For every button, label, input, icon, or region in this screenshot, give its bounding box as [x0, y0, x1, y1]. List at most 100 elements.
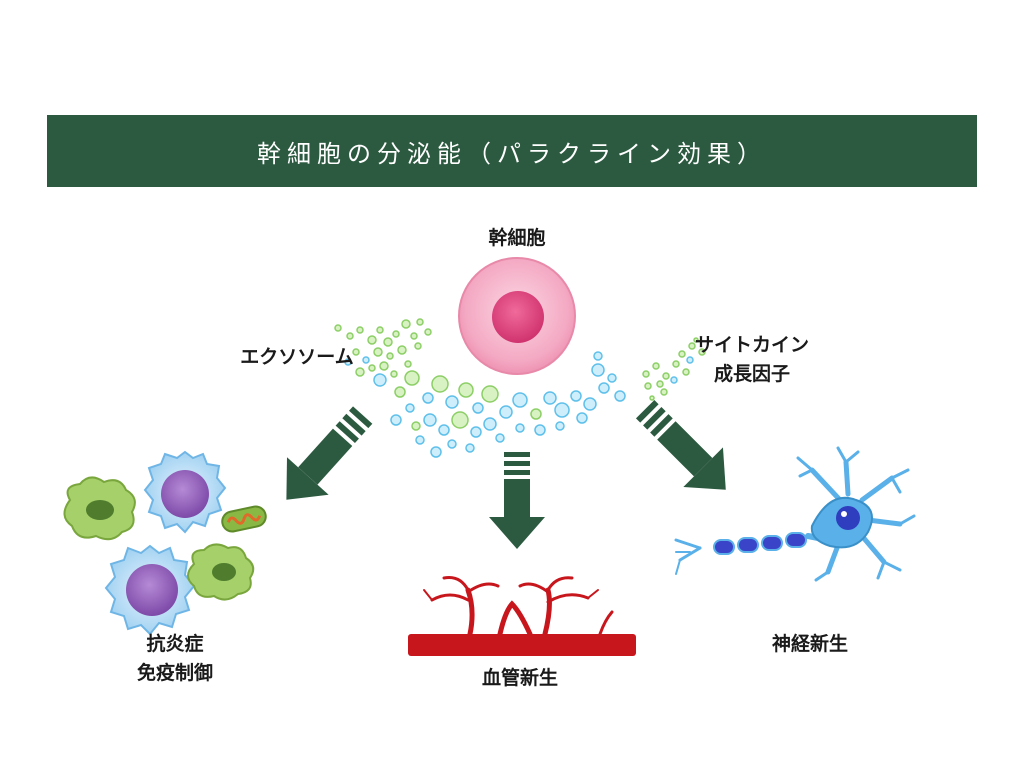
exosome-label: エクソソーム	[222, 343, 372, 372]
exosome-bubble	[356, 326, 364, 334]
exosome-bubble	[367, 335, 377, 345]
neurogenesis-text: 神経新生	[771, 633, 848, 655]
exosome-bubble	[416, 318, 424, 326]
stem-cell	[458, 257, 576, 375]
stem-cell-label-text: 幹細胞	[488, 227, 546, 249]
exosome-bubble	[414, 342, 422, 350]
mitochondria-icon	[221, 505, 267, 533]
immune-label: 抗炎症 免疫制御	[110, 630, 240, 688]
exosome-bubble	[362, 356, 370, 364]
cytokine-line1: サイトカイン	[694, 334, 809, 356]
exosome-bubble	[423, 413, 437, 427]
exosome-bubble	[451, 411, 469, 429]
exosome-bubble	[458, 382, 474, 398]
exosome-bubble	[555, 421, 565, 431]
exosome-bubble	[424, 328, 432, 336]
title-banner: 幹細胞の分泌能（パラクライン効果）	[47, 115, 977, 187]
exosome-bubble	[686, 356, 694, 364]
exosome-bubble	[656, 380, 664, 388]
exosome-bubble	[670, 376, 678, 384]
exosome-bubble	[591, 363, 605, 377]
exosome-bubble	[662, 372, 670, 380]
exosome-bubble	[445, 395, 459, 409]
exosome-bubble	[483, 417, 497, 431]
exosome-bubble	[373, 347, 383, 357]
exosome-bubble	[534, 424, 546, 436]
exosome-bubble	[373, 373, 387, 387]
exosome-bubble	[660, 388, 668, 396]
exosome-bubble	[390, 370, 398, 378]
exosome-bubble	[644, 382, 652, 390]
exosome-bubble	[512, 392, 528, 408]
exosome-bubble	[447, 439, 457, 449]
exosome-bubble	[438, 424, 450, 436]
immune-regulation-line: 免疫制御	[136, 662, 213, 684]
neural-label: 神経新生	[750, 630, 870, 659]
exosome-bubble	[499, 405, 513, 419]
exosome-bubble	[481, 385, 499, 403]
exosome-bubble	[607, 373, 617, 383]
immune-cell-1	[143, 450, 227, 534]
exosome-bubble	[430, 446, 442, 458]
exosome-bubbles	[334, 318, 706, 458]
exosome-bubble	[415, 435, 425, 445]
exosome-bubble	[465, 443, 475, 453]
exosome-bubble	[593, 351, 603, 361]
anti-inflammation-line: 抗炎症	[146, 633, 204, 655]
vascular-label: 血管新生	[460, 664, 580, 693]
exosome-bubble	[410, 332, 418, 340]
exosome-bubble	[411, 421, 421, 431]
exosome-bubble	[583, 397, 597, 411]
exosome-bubble	[570, 390, 582, 402]
blood-vessel	[408, 576, 636, 656]
stem-cell-label: 幹細胞	[457, 224, 577, 253]
exosome-bubble	[404, 360, 412, 368]
exosome-bubble	[470, 426, 482, 438]
exosome-bubble	[368, 364, 376, 372]
exosome-bubble	[397, 345, 407, 355]
stem-cell-nucleus	[492, 291, 544, 343]
exosome-bubble	[431, 375, 449, 393]
green-cell	[63, 476, 136, 541]
exosome-label-text: エクソソーム	[240, 346, 354, 368]
exosome-bubble	[422, 392, 434, 404]
exosome-bubble	[576, 412, 588, 424]
arrow-down	[489, 452, 545, 549]
exosome-bubble	[598, 382, 610, 394]
exosome-bubble	[472, 402, 484, 414]
growth-factor-line: 成長因子	[713, 363, 790, 385]
exosome-bubble	[352, 348, 360, 356]
exosome-bubble	[614, 390, 626, 402]
exosome-bubble	[652, 362, 660, 370]
exosome-bubble	[688, 342, 696, 350]
exosome-bubble	[386, 352, 394, 360]
immune-cell-2	[104, 544, 196, 636]
exosome-bubble	[554, 402, 570, 418]
exosome-bubble	[392, 330, 400, 338]
exosome-bubble	[682, 368, 690, 376]
green-cell	[187, 543, 255, 601]
page-title: 幹細胞の分泌能（パラクライン効果）	[257, 139, 767, 168]
exosome-bubble	[693, 337, 699, 343]
exosome-bubble	[394, 386, 406, 398]
arrow-right	[635, 399, 726, 490]
exosome-bubble	[355, 367, 365, 377]
exosome-bubble	[495, 433, 505, 443]
cytokine-label: サイトカイン 成長因子	[662, 331, 842, 389]
exosome-bubble	[530, 408, 542, 420]
neuron	[674, 446, 916, 582]
exosome-bubble	[376, 326, 384, 334]
exosome-bubble	[379, 361, 389, 371]
exosome-bubble	[390, 414, 402, 426]
exosome-bubble	[672, 360, 680, 368]
exosome-bubble	[404, 370, 420, 386]
exosome-bubble	[344, 358, 352, 366]
exosome-bubble	[334, 324, 342, 332]
arrow-left	[286, 406, 373, 500]
exosome-bubble	[515, 423, 525, 433]
exosome-bubble	[401, 319, 411, 329]
exosome-bubble	[649, 395, 655, 401]
exosome-bubble	[405, 403, 415, 413]
angiogenesis-text: 血管新生	[481, 667, 558, 689]
exosome-bubble	[698, 348, 706, 356]
